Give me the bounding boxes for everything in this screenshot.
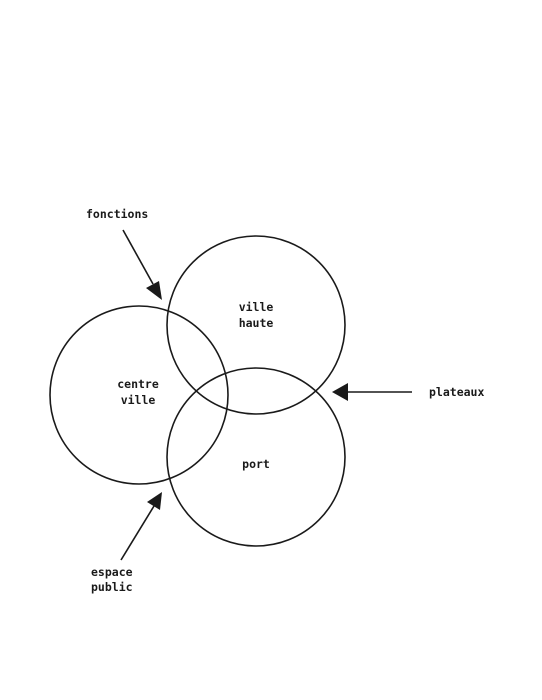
label-centre-ville-1: centre <box>117 377 159 391</box>
arrow-espace-public-head <box>147 492 162 510</box>
label-ville-haute-1: ville <box>239 300 274 314</box>
circle-ville-haute <box>166 235 346 415</box>
arrow-fonctions-head <box>146 281 162 300</box>
circle-centre-ville <box>49 305 229 485</box>
circle-port <box>166 367 346 547</box>
annotation-plateaux: plateaux <box>429 385 484 399</box>
label-centre-ville-2: ville <box>121 393 156 407</box>
arrow-fonctions-shaft <box>122 229 154 285</box>
label-ville-haute-2: haute <box>239 316 274 330</box>
annotation-espace-public-1: espace <box>91 565 133 579</box>
arrow-espace-public-shaft <box>120 505 155 561</box>
annotation-fonctions: fonctions <box>86 207 148 221</box>
label-port: port <box>242 457 270 471</box>
arrow-plateaux-head <box>332 383 348 401</box>
annotation-espace-public-2: public <box>91 580 133 594</box>
